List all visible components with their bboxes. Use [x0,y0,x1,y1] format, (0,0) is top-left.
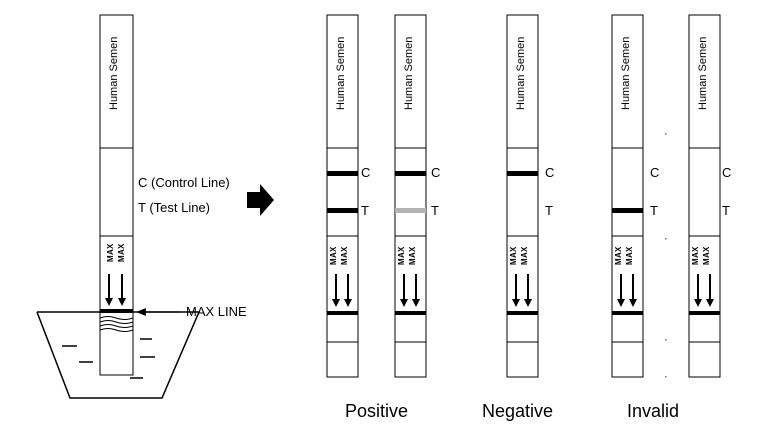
strip-5-c-letter: C [722,165,732,180]
strip-5-max-line [689,311,720,315]
fluid-wave-4 [99,328,134,332]
strip-4-arrow-2-head [629,299,637,307]
strip-4-t-letter: T [650,203,658,218]
reference-arrow-2-head [118,298,126,306]
control-line-label: C (Control Line) [138,175,230,190]
reference-max-line [100,309,133,313]
strip-1-arrow-2-head [344,299,352,307]
strip-4-handle-label: Human Semen [620,36,632,110]
strip-1-test-line [327,208,358,213]
strip-5-handle-label: Human Semen [697,36,709,110]
strip-2-test-line [395,208,426,213]
strip-2-c-letter: C [431,165,441,180]
max-line-pointer-head [136,308,146,316]
fluid-wave-1 [99,316,134,320]
strip-3-control-line [507,171,538,176]
strip-5-arrow-2-head [706,299,714,307]
strip-3-max-label-1: MAX [509,246,518,265]
strip-3-max-label-2: MAX [520,246,529,265]
speck-3 [665,339,667,341]
max-line-label: MAX LINE [186,304,247,319]
strip-4-body [611,14,644,378]
strip-2-arrow-2-head [412,299,420,307]
reference-arrow-1-head [105,298,113,306]
strip-4-c-letter: C [650,165,660,180]
strip-4-arrow-1-head [617,299,625,307]
fluid-wave-2 [99,320,134,324]
strip-2-handle-label: Human Semen [403,36,415,110]
reference-strip-body [99,14,134,376]
strip-1-max-line [327,311,358,315]
strip-1-max-label-1: MAX [329,246,338,265]
strip-5-arrow-1-head [694,299,702,307]
strip-3-arrow-2-head [524,299,532,307]
strip-1-control-line [327,171,358,176]
specimen-container [36,311,200,399]
caption-invalid: Invalid [627,401,680,421]
strip-1-arrow-1-head [332,299,340,307]
strip-4-max-label-2: MAX [625,246,634,265]
strip-2-control-line [395,171,426,176]
fluid-wave-3 [99,324,134,328]
strip-2-max-line [395,311,426,315]
strip-1-t-letter: T [361,203,369,218]
strip-3-t-letter: T [545,203,553,218]
strip-1-handle-label: Human Semen [335,36,347,110]
reference-max-label-2: MAX [117,243,126,262]
strip-3-max-line [507,311,538,315]
strip-4-test-line [612,208,643,213]
strip-2-max-label-1: MAX [397,246,406,265]
caption-negative: Negative [482,401,554,421]
strip-5-body [688,14,721,378]
strip-3-handle-label: Human Semen [515,36,527,110]
caption-positive: Positive [345,401,409,421]
direction-arrow-icon [247,184,274,216]
strip-1-body [326,14,359,378]
test-line-label: T (Test Line) [138,200,211,215]
strip-2-t-letter: T [431,203,439,218]
strip-5-t-letter: T [722,203,730,218]
speck-1 [665,133,667,135]
strip-2-body [394,14,427,378]
reference-max-label-1: MAX [106,243,115,262]
speck-2 [665,238,667,240]
strip-2-arrow-1-head [400,299,408,307]
speck-4 [665,376,667,378]
strip-3-body [506,14,539,378]
strip-1-c-letter: C [361,165,371,180]
strip-5-max-label-1: MAX [691,246,700,265]
strip-3-c-letter: C [545,165,555,180]
strip-4-max-label-1: MAX [614,246,623,265]
strip-3-arrow-1-head [512,299,520,307]
reference-strip-handle-label: Human Semen [108,36,120,110]
strip-2-max-label-2: MAX [408,246,417,265]
strip-4-max-line [612,311,643,315]
strip-1-max-label-2: MAX [340,246,349,265]
strip-5-max-label-2: MAX [702,246,711,265]
